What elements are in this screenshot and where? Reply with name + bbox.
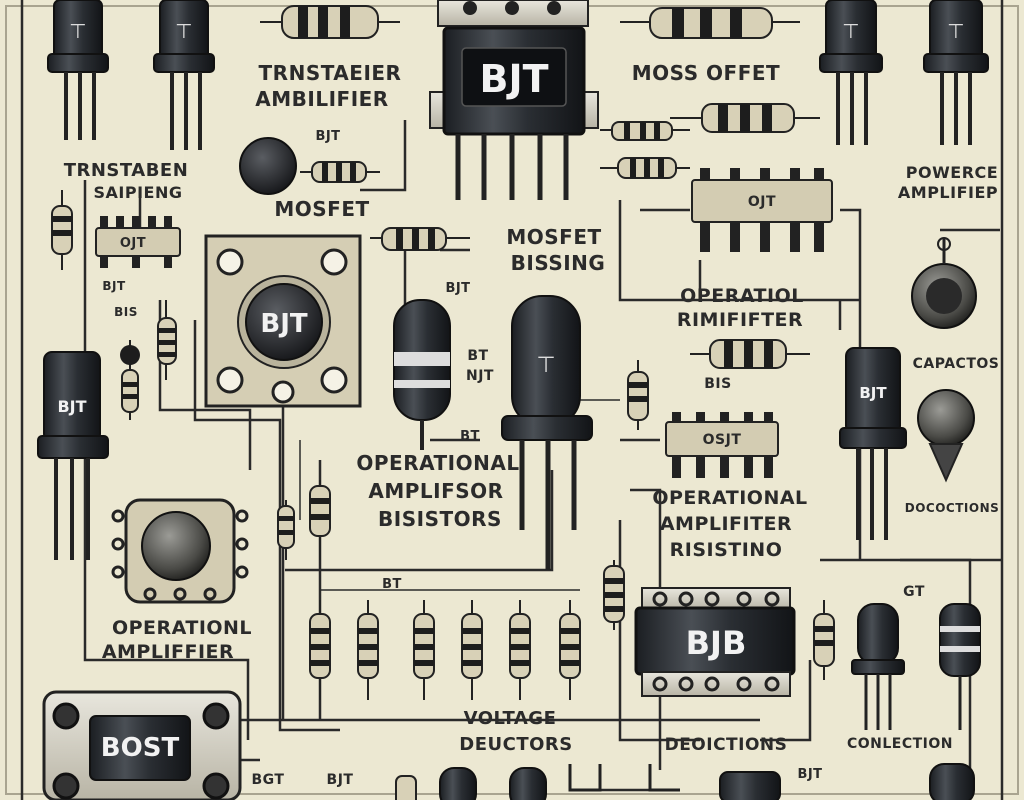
capacitor-right-round xyxy=(917,389,975,483)
bjb-chip xyxy=(634,587,796,697)
transistor-top-right-2: ⊤ xyxy=(923,0,989,145)
transistor-bottom-right-2 xyxy=(939,603,981,730)
svg-text:⊤: ⊤ xyxy=(536,353,555,378)
resistor-left-vertical xyxy=(51,190,73,270)
svg-text:⊤: ⊤ xyxy=(69,19,86,43)
resistor-top-1 xyxy=(260,5,400,39)
small-label-13: BJT xyxy=(797,767,822,782)
label-operational-2: OPERATIONAL xyxy=(652,487,807,509)
bjt-square-label: BJT xyxy=(260,309,307,339)
label-capactos: CAPACTOS xyxy=(913,356,1000,372)
transistor-right-label: BJT xyxy=(859,384,887,402)
label-operationl: OPERATIONL xyxy=(112,617,252,639)
label-voltage: VOLTAGE xyxy=(464,708,557,729)
small-label-6: BT xyxy=(460,429,480,444)
ic-top-left-label: OJT xyxy=(120,236,146,251)
svg-text:⊤: ⊤ xyxy=(842,19,859,43)
ic-top-left xyxy=(95,216,181,268)
small-label-8: BT xyxy=(382,577,402,592)
resistor-top-3 xyxy=(670,103,820,133)
label-saipieng: SAIPIENG xyxy=(94,183,183,202)
label-bisistors: BISISTORS xyxy=(378,507,502,531)
label-operatiol: OPERATIOL xyxy=(680,285,804,307)
bost-chip xyxy=(42,690,242,800)
label-deoictions: DEOICTIONS xyxy=(665,735,788,755)
resistor-left-small-1 xyxy=(120,340,140,420)
ic-top-right xyxy=(691,168,833,252)
resistor-mid-right xyxy=(690,339,810,369)
knob-top-left xyxy=(239,137,297,195)
resistor-small-1 xyxy=(600,121,690,141)
resistor-small-3 xyxy=(300,161,380,183)
label-amplifiep: AMPLIFIEP xyxy=(898,183,998,202)
resistor-vertical-mid xyxy=(627,360,649,430)
transistor-top-right-1: ⊤ xyxy=(819,0,883,145)
label-moss-offet: MOSS OFFET xyxy=(632,61,780,85)
label-operational-1: OPERATIONAL xyxy=(356,451,519,475)
small-label-2: BJT xyxy=(445,281,470,296)
ic-mid-right-label: OSJT xyxy=(703,432,742,448)
label-mosfet-1: MOSFET xyxy=(274,197,369,221)
label-conlection: CONLECTION xyxy=(847,736,953,752)
label-mosfet-2: MOSFET xyxy=(506,225,601,249)
potentiometer-right xyxy=(911,237,977,329)
transistor-top-left-1: ⊤ xyxy=(47,0,109,140)
bjt-chip-top-label: BJT xyxy=(479,57,548,101)
label-deuctors: DEUCTORS xyxy=(459,734,572,755)
label-risistino: RISISTINO xyxy=(670,539,783,561)
label-amplifiter: AMPLIFITER xyxy=(660,513,792,535)
label-powerce: POWERCE xyxy=(906,163,998,182)
resistor-top-2 xyxy=(620,7,800,39)
resistor-bottom-row xyxy=(277,480,835,700)
svg-text:⊤: ⊤ xyxy=(175,19,192,43)
transistor-center: ⊤ xyxy=(501,295,593,570)
labels: TRNSTAEIER AMBILIFIER MOSS OFFET TRNSTAB… xyxy=(64,61,1000,788)
resistor-small-2 xyxy=(600,157,690,179)
transistor-bottom-right-1 xyxy=(851,603,905,730)
small-label-3: BJT xyxy=(102,279,126,293)
bjt-square-board xyxy=(204,234,362,408)
small-label-10: BJT xyxy=(327,772,354,788)
transistor-top-left-2: ⊤ xyxy=(153,0,215,150)
label-transtaeier: TRNSTAEIER xyxy=(259,61,402,85)
label-amplffier: AMPLIFFIER xyxy=(102,641,234,663)
small-label-9: BGT xyxy=(252,772,285,788)
small-label-1: BJT xyxy=(315,129,340,144)
small-label-4: BT xyxy=(467,348,488,364)
bjb-chip-label: BJB xyxy=(686,624,747,662)
small-label-12: BIS xyxy=(114,305,138,319)
transistor-left-label: BJT xyxy=(57,397,86,416)
label-rimififter: RIMIFIFTER xyxy=(677,309,803,331)
bost-chip-label: BOST xyxy=(101,733,180,763)
label-trnstaben: TRNSTABEN xyxy=(64,160,189,181)
capacitor-center-left xyxy=(393,299,451,450)
bjt-chip-top xyxy=(429,0,599,200)
transistor-right-bjt xyxy=(839,347,907,540)
small-label-11: GT xyxy=(903,584,925,600)
small-label-7: BIS xyxy=(704,376,731,392)
opamp-pad xyxy=(111,498,249,604)
transistor-bottom-row xyxy=(395,763,975,800)
ic-mid-right xyxy=(665,412,779,478)
label-amplifsor: AMPLIFSOR xyxy=(368,479,503,503)
transistor-left-bjt xyxy=(37,351,109,560)
label-dococtions: DOCOCTIONS xyxy=(905,501,1000,515)
ic-top-right-label: OJT xyxy=(748,194,776,210)
label-bissing: BISSING xyxy=(511,251,606,275)
label-ambilifier: AMBILIFIER xyxy=(255,87,388,111)
resistor-small-4 xyxy=(370,227,470,251)
svg-text:⊤: ⊤ xyxy=(947,19,964,43)
small-label-5: NJT xyxy=(466,368,494,384)
resistor-left-small-2 xyxy=(157,300,177,380)
